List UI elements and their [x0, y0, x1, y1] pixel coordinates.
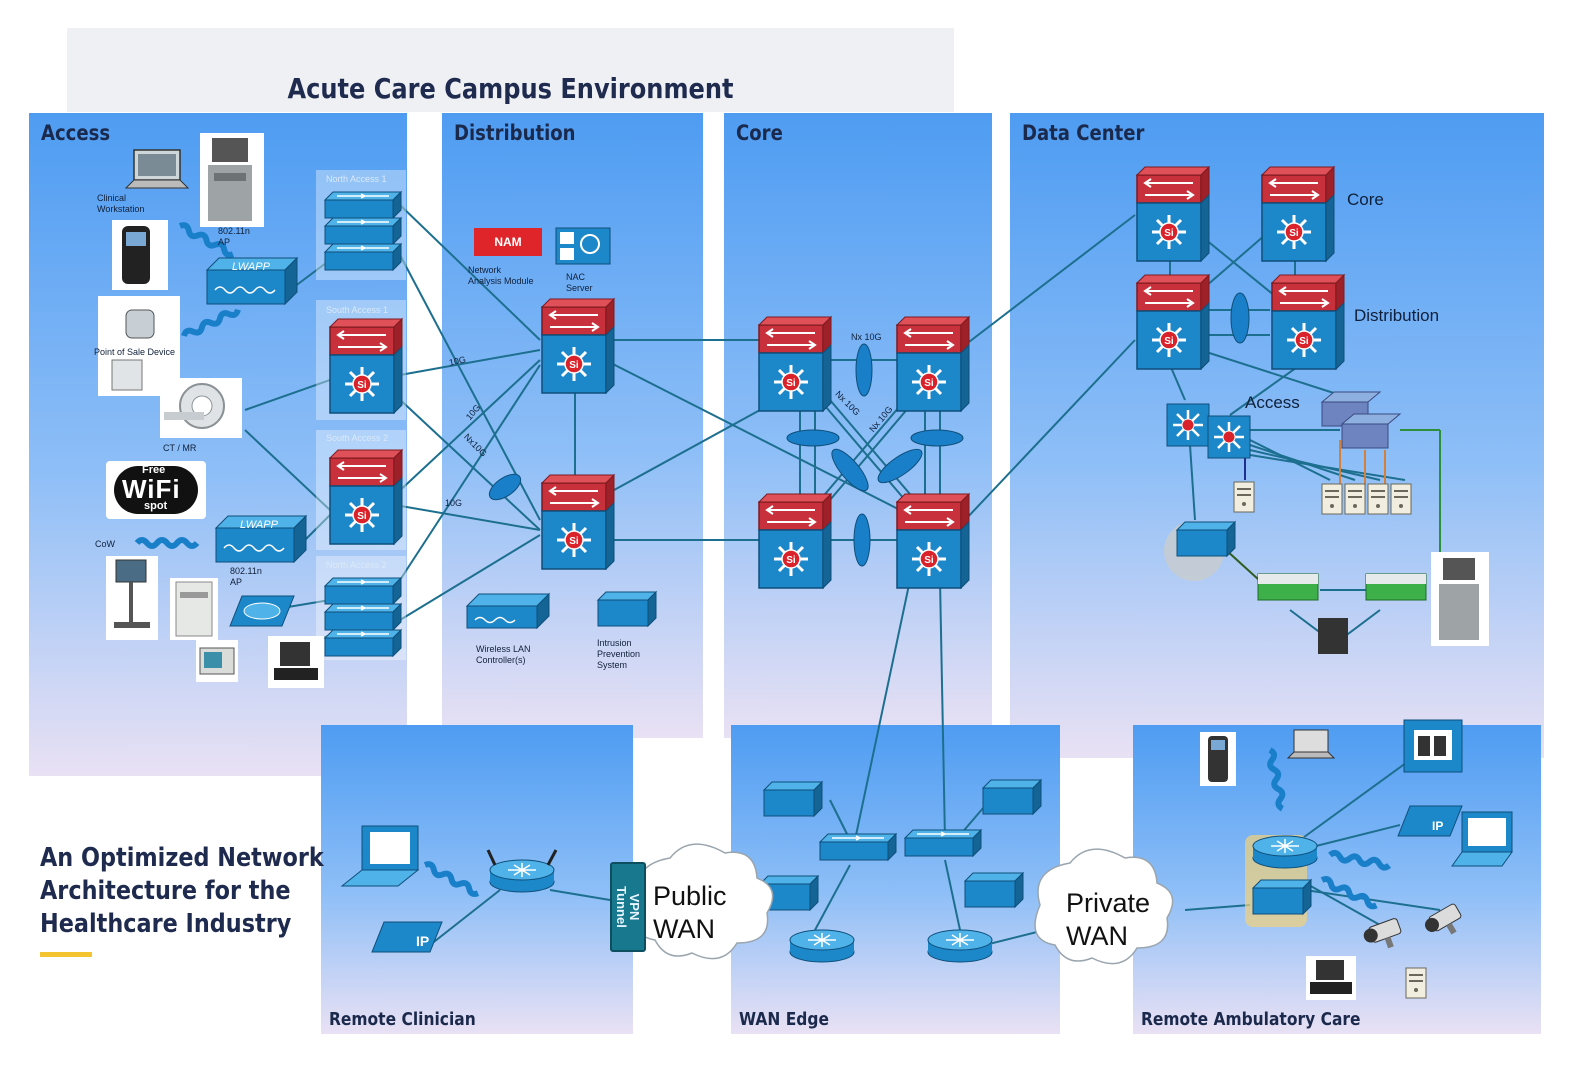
remote-ambulatory-devices: IP [1200, 719, 1513, 1000]
lwapp-top-label: LWAPP [232, 261, 270, 273]
subtitle-underline [40, 952, 92, 957]
wan-edge-title: WAN Edge [739, 1009, 829, 1030]
core-panel-title: Core [736, 121, 783, 145]
south-access-2-label: South Access 2 [326, 433, 389, 443]
link-label-nx-10g-top: Nx 10G [851, 332, 882, 342]
nam-module: NAM [474, 228, 542, 256]
dc-distribution-label: Distribution [1354, 306, 1440, 325]
wifi-spot-text: spot [144, 500, 168, 512]
distribution-panel: Distribution [442, 113, 703, 738]
ips-label: Intrusion Prevention System [597, 638, 641, 670]
banner: Acute Care Campus Environment [67, 28, 954, 112]
access-panel-title: Access [41, 121, 111, 145]
wifi-text: WiFi [122, 474, 181, 504]
free-wifi-logo: Free WiFi spot [106, 461, 206, 519]
south-access-1-label: South Access 1 [326, 305, 389, 315]
point-of-sale-label: Point of Sale Device [94, 347, 176, 357]
distribution-devices [465, 227, 657, 630]
link-label-10g-c: 10G [445, 498, 463, 508]
public-wan-label: Public WAN [653, 881, 727, 944]
vpn-tunnel: VPN Tunnel [610, 862, 646, 952]
ap-top-label: 802.11n AP [218, 226, 250, 247]
north-access-2-label: North Access 2 [326, 560, 387, 570]
distribution-panel-title: Distribution [454, 121, 576, 145]
network-analysis-module-label: Network Analysis Module [468, 265, 534, 286]
clinical-workstation-label: Clinical Workstation [97, 193, 145, 214]
data-center-devices [1135, 165, 1489, 654]
svg-text:IP: IP [1432, 819, 1443, 833]
page-title: Acute Care Campus Environment [287, 72, 734, 105]
dc-access-label: Access [1245, 393, 1300, 412]
cow-label: CoW [95, 539, 115, 549]
clouds [634, 843, 1174, 965]
diagram-subtitle: An Optimized Network Architecture for th… [40, 843, 324, 939]
wifi-free-text: Free [142, 464, 166, 476]
core-panel: Core [724, 113, 992, 738]
wifi-blob [114, 466, 198, 514]
vpn-tunnel-label: VPN Tunnel [614, 886, 642, 928]
remote-clinician-title: Remote Clinician [329, 1009, 476, 1030]
ct-mr-label: CT / MR [163, 443, 197, 453]
lwapp-bottom-label: LWAPP [240, 519, 278, 531]
ap-bottom-label: 802.11n AP [230, 566, 262, 587]
wan-edge-devices [759, 779, 1042, 963]
svg-text:IP: IP [416, 933, 429, 949]
access-devices [98, 133, 406, 688]
private-wan-label: Private WAN [1066, 888, 1151, 951]
remote-clinician-devices: IP [340, 825, 558, 953]
remote-ambulatory-title: Remote Ambulatory Care [1141, 1009, 1361, 1030]
dc-core-label: Core [1347, 190, 1384, 209]
wlc-label: Wireless LAN Controller(s) [476, 644, 531, 665]
nac-server-label: NAC Server [566, 272, 593, 293]
north-access-1-label: North Access 1 [326, 174, 387, 184]
data-center-panel-title: Data Center [1022, 121, 1145, 145]
